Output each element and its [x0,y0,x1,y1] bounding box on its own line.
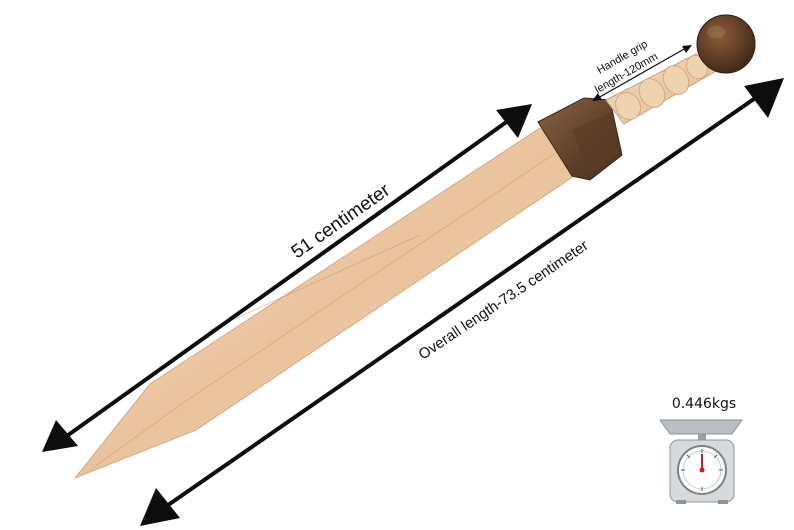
arrowhead-blade-bottom [42,420,78,452]
sword-pommel [696,14,756,74]
arrowhead-overall-top [744,78,784,118]
blade-grain-line [209,234,421,331]
overall-length-arrow [140,78,784,526]
weight-label: 0.446kgs [671,396,737,412]
grip-length-arrow [592,45,692,101]
sword-grip [605,53,719,125]
guard-face [572,112,620,176]
arrowhead-grip-top [682,45,692,53]
blade-edge-line [89,149,561,471]
arrowhead-grip-bottom [592,93,602,101]
arrowhead-blade-top [496,104,532,138]
arrowhead-overall-bottom [140,488,180,526]
sword-illustration [73,14,756,480]
blade-length-arrow [42,104,532,452]
weighing-scale-icon [659,419,743,504]
